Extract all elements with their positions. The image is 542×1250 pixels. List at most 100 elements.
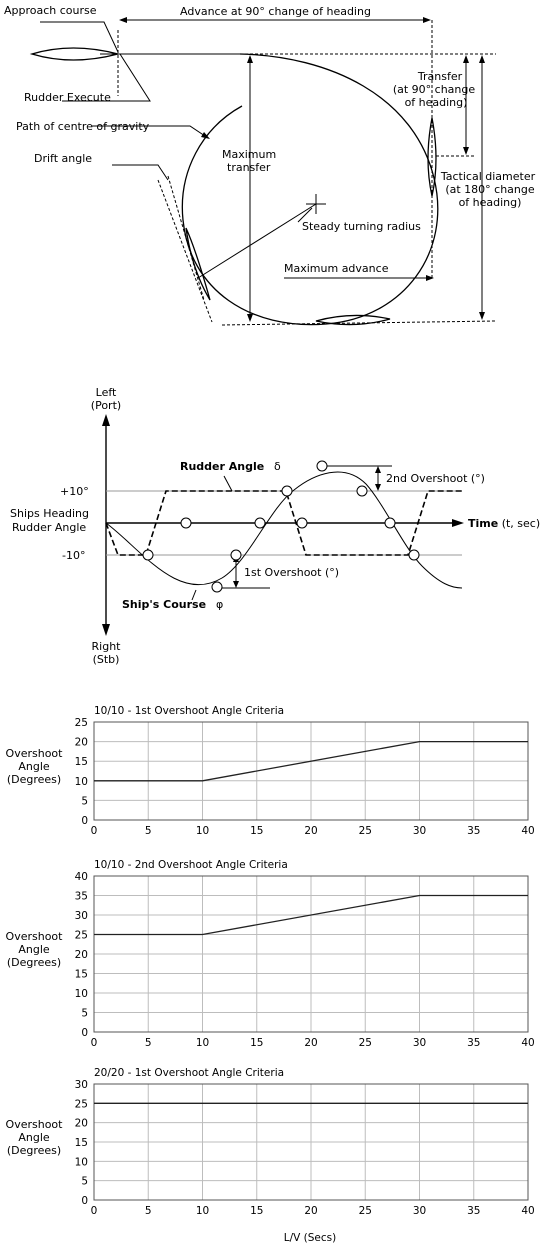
path-cog-label: Path of centre of gravity bbox=[16, 120, 150, 133]
chart-2-ylabel-1: Overshoot bbox=[6, 930, 64, 943]
chart-2-xtick-40: 40 bbox=[521, 1037, 534, 1049]
chart-3-ytick-0: 0 bbox=[81, 1195, 88, 1207]
chart-2-xtick-20: 20 bbox=[304, 1037, 317, 1049]
chart-2-ytick-15: 15 bbox=[75, 969, 88, 981]
transfer-label-3: of heading) bbox=[405, 96, 468, 109]
chart-1-xtick-5: 5 bbox=[145, 825, 152, 837]
chart-2-xtick-35: 35 bbox=[467, 1037, 480, 1049]
chart-2-ytick-20: 20 bbox=[75, 949, 88, 961]
time-axis-arrow bbox=[452, 519, 464, 527]
chart-1-ylabel-3: (Degrees) bbox=[7, 773, 61, 786]
chart-3-xtick-30: 30 bbox=[413, 1205, 426, 1217]
drift-tangent-line bbox=[157, 179, 213, 323]
chart-1-xtick-40: 40 bbox=[521, 825, 534, 837]
chart-3-ytick-25: 25 bbox=[75, 1098, 88, 1110]
bottom-reference-dashed bbox=[221, 320, 497, 326]
chart-3-ytick-20: 20 bbox=[75, 1118, 88, 1130]
chart-2-xtick-15: 15 bbox=[250, 1037, 263, 1049]
chart-2-ytick-10: 10 bbox=[75, 988, 88, 1000]
chart-2-frame bbox=[93, 875, 529, 1033]
heading-label-2: Rudder Angle bbox=[12, 521, 86, 534]
advance-90-arrow-left bbox=[119, 17, 127, 23]
chart-1-xtick-10: 10 bbox=[196, 825, 209, 837]
chart-2-ytick-0: 0 bbox=[81, 1027, 88, 1039]
stb-label: (Stb) bbox=[93, 653, 120, 666]
time-label-unit: (t, sec) bbox=[498, 517, 540, 530]
path-cog-leader bbox=[92, 125, 209, 139]
port-label: (Port) bbox=[91, 399, 121, 412]
transfer-label-1: Transfer bbox=[417, 70, 463, 83]
overshoot-arrow-shafts bbox=[235, 469, 379, 585]
ship-drifting bbox=[185, 227, 211, 301]
marker-heading-2 bbox=[296, 517, 308, 529]
marker-course-zero-2 bbox=[384, 517, 396, 529]
ships-course-symbol: φ bbox=[216, 598, 223, 611]
chart-1-xtick-20: 20 bbox=[304, 825, 317, 837]
chart-1-xtick-25: 25 bbox=[359, 825, 372, 837]
chart-3-xtick-10: 10 bbox=[196, 1205, 209, 1217]
tactical-label-1: Tactical diameter bbox=[440, 170, 536, 183]
rudder-execute-label: Rudder Execute bbox=[24, 91, 111, 104]
chart-3-xtick-40: 40 bbox=[521, 1205, 534, 1217]
chart-2-series-1 bbox=[94, 894, 528, 936]
chart-3-xtick-20: 20 bbox=[304, 1205, 317, 1217]
chart-3-xtick-35: 35 bbox=[467, 1205, 480, 1217]
transfer-arrow-top bbox=[463, 55, 469, 63]
marker-course-plus10 bbox=[281, 485, 293, 497]
chart-2-xtick-25: 25 bbox=[359, 1037, 372, 1049]
chart-2-ylabel-3: (Degrees) bbox=[7, 956, 61, 969]
chart-1-xtick-35: 35 bbox=[467, 825, 480, 837]
chart-3-ytick-30: 30 bbox=[75, 1079, 88, 1091]
max-transfer-label-2: transfer bbox=[227, 161, 271, 174]
chart-1-ytick-10: 10 bbox=[75, 776, 88, 788]
advance-90-arrow-right bbox=[423, 17, 431, 23]
chart-1-xtick-30: 30 bbox=[413, 825, 426, 837]
rudder-angle-label: Rudder Angle bbox=[180, 460, 264, 473]
marker-course-zero-1 bbox=[254, 517, 266, 529]
steady-radius-line bbox=[197, 203, 317, 279]
turning-circle-diagram bbox=[29, 19, 497, 326]
chart-2-ytick-35: 35 bbox=[75, 891, 88, 903]
drift-heading-line bbox=[167, 175, 205, 301]
tactical-label-3: of heading) bbox=[459, 196, 522, 209]
time-label-bold: Time bbox=[468, 517, 498, 530]
ship-at-180 bbox=[315, 314, 391, 326]
chart-1-ylabel-1: Overshoot bbox=[6, 747, 64, 760]
chart-2-ylabel-2: Angle bbox=[18, 943, 50, 956]
approach-course-label: Approach course bbox=[4, 4, 97, 17]
approach-course-leader bbox=[40, 21, 119, 53]
rudder-execute-leader bbox=[62, 53, 151, 102]
transfer-label-2: (at 90° change bbox=[393, 83, 476, 96]
heading-label-1: Ships Heading bbox=[10, 507, 89, 520]
criteria-charts: 10/10 - 1st Overshoot Angle Criteria 0 5 10… bbox=[6, 705, 535, 1217]
max-transfer-arrow-bottom bbox=[247, 314, 253, 322]
plus10-label: +10° bbox=[60, 485, 89, 498]
right-label: Right bbox=[92, 640, 122, 653]
chart-1-ytick-20: 20 bbox=[75, 737, 88, 749]
zigzag-labels: Left (Port) Right (Stb) +10° -10° Ships … bbox=[10, 386, 540, 666]
overshoot1-label: 1st Overshoot (°) bbox=[244, 566, 339, 579]
steady-radius-leader bbox=[297, 207, 313, 223]
chart-3-ylabel-3: (Degrees) bbox=[7, 1144, 61, 1157]
tactical-arrow-bottom bbox=[479, 312, 485, 320]
drift-angle-label: Drift angle bbox=[34, 152, 92, 165]
chart-2-xtick-0: 0 bbox=[91, 1037, 98, 1049]
path-cog-arrow bbox=[201, 132, 210, 139]
chart-2-xtick-30: 30 bbox=[413, 1037, 426, 1049]
rudder-angle-series bbox=[105, 490, 464, 556]
chart-1-ylabel-2: Angle bbox=[18, 760, 50, 773]
chart-2-ytick-5: 5 bbox=[81, 1008, 88, 1020]
max-advance-label: Maximum advance bbox=[284, 262, 389, 275]
rudder-angle-symbol: δ bbox=[274, 460, 281, 473]
cog-path bbox=[181, 53, 439, 326]
turning-circle-labels: Approach course Advance at 90° change of… bbox=[4, 4, 536, 275]
ships-course-leader bbox=[191, 589, 197, 601]
chart-1-ytick-15: 15 bbox=[75, 756, 88, 768]
vertical-axis-arrow-up bbox=[102, 414, 110, 426]
chart-1-title: 10/10 - 1st Overshoot Angle Criteria bbox=[94, 705, 284, 717]
chart-1-xtick-15: 15 bbox=[250, 825, 263, 837]
chart-1-ytick-25: 25 bbox=[75, 717, 88, 729]
chart-3-ytick-5: 5 bbox=[81, 1176, 88, 1188]
overshoot2-label: 2nd Overshoot (°) bbox=[386, 472, 485, 485]
